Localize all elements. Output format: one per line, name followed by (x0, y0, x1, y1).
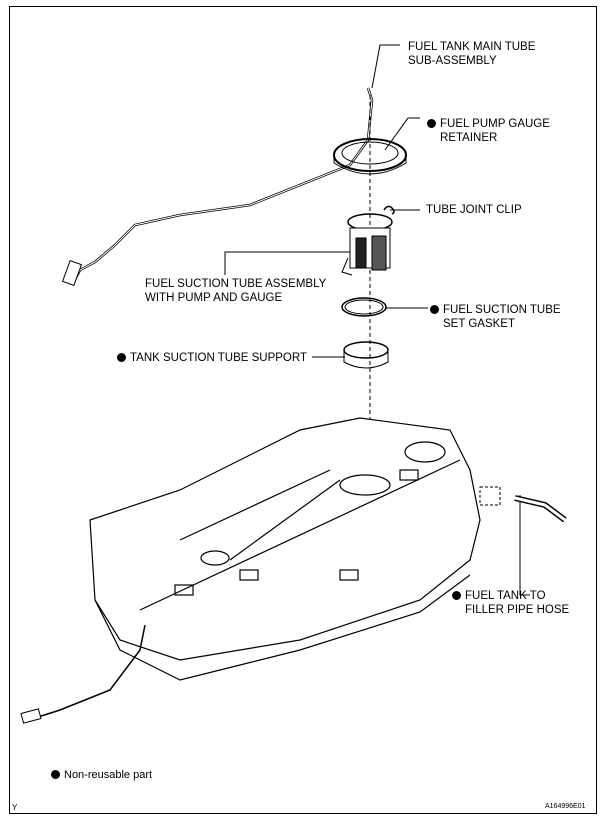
label-line: FUEL TANK MAIN TUBE (408, 41, 536, 53)
non-reusable-dot-icon (452, 591, 461, 600)
figure-id: A164996E01 (545, 803, 586, 810)
non-reusable-dot-icon (51, 770, 60, 779)
corner-mark: Y (12, 803, 18, 812)
label-line: SUB-ASSEMBLY (408, 55, 497, 67)
tank-suction-tube-support (343, 341, 389, 369)
label-line: FILLER PIPE HOSE (465, 604, 570, 616)
filler-pipe-hose (514, 495, 567, 523)
label-joint-clip: TUBE JOINT CLIP (426, 204, 522, 216)
label-line: TANK SUCTION TUBE SUPPORT (130, 352, 307, 364)
non-reusable-dot-icon (117, 353, 126, 362)
diagram-frame (9, 6, 597, 814)
label-filler-hose: FUEL TANK TO FILLER PIPE HOSE (452, 589, 569, 617)
label-line: RETAINER (440, 132, 498, 144)
non-reusable-dot-icon (427, 119, 436, 128)
label-main-tube: FUEL TANK MAIN TUBE SUB-ASSEMBLY (408, 40, 535, 68)
label-tube-support: TANK SUCTION TUBE SUPPORT (117, 351, 307, 365)
label-line: FUEL SUCTION TUBE (443, 304, 561, 316)
non-reusable-dot-icon (430, 305, 439, 314)
label-set-gasket: FUEL SUCTION TUBE SET GASKET (430, 303, 561, 331)
label-line: FUEL PUMP GAUGE (440, 118, 550, 130)
label-gauge-retainer: FUEL PUMP GAUGE RETAINER (427, 117, 550, 145)
tube-joint-clip (383, 205, 395, 215)
fuel-tank (89, 417, 481, 681)
fuel-pump-gauge-retainer (333, 138, 407, 175)
label-line: FUEL SUCTION TUBE ASSEMBLY (145, 278, 327, 290)
fuel-tank-main-tube (70, 87, 374, 286)
legend: Non-reusable part (51, 768, 152, 782)
label-line: FUEL TANK TO (465, 590, 546, 602)
label-line: WITH PUMP AND GAUGE (145, 292, 283, 304)
legend-text: Non-reusable part (64, 769, 153, 781)
fuel-suction-tube-assembly (341, 213, 393, 276)
label-line: SET GASKET (443, 318, 516, 330)
label-suction-tube-assembly: FUEL SUCTION TUBE ASSEMBLY WITH PUMP AND… (145, 277, 326, 305)
set-gasket (341, 297, 387, 317)
